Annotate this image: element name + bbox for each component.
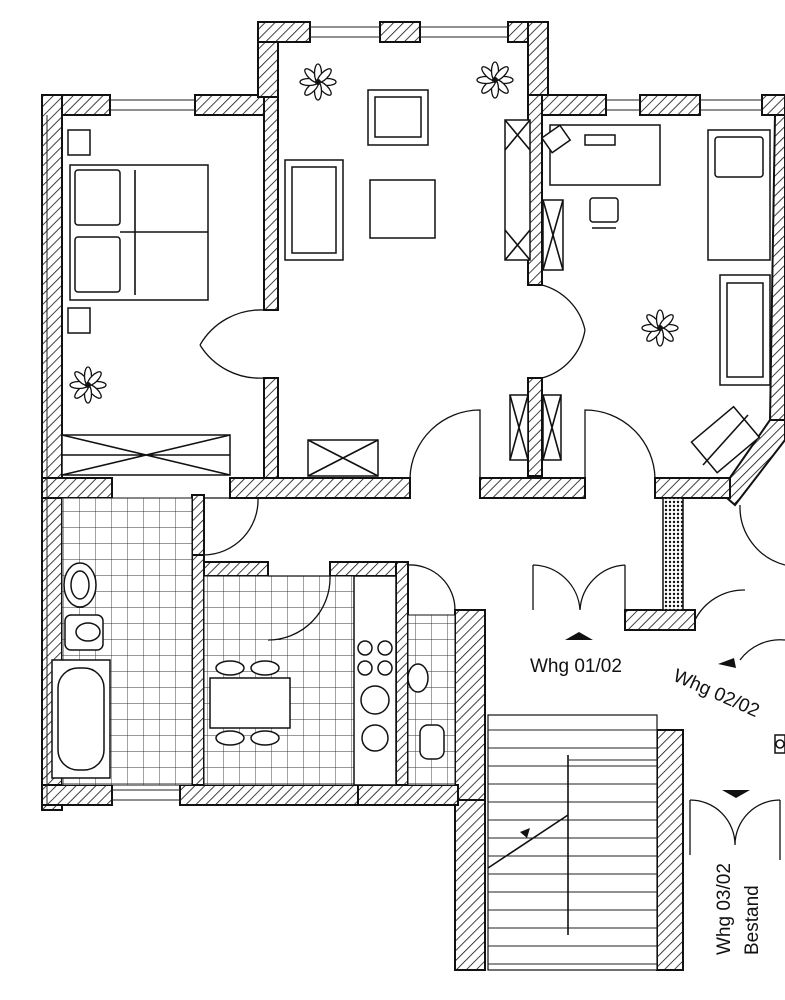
staircase [487, 714, 658, 971]
unit-02-arrow [718, 658, 736, 668]
plant-icon [299, 63, 337, 101]
unit-03-sublabel: Bestand [742, 885, 763, 955]
unit-01-label: Whg 01/02 [530, 656, 622, 677]
windows [46, 26, 762, 805]
furniture [51, 61, 785, 786]
unit-01-arrow [565, 632, 593, 640]
unit-03-arrow [722, 790, 750, 798]
doors [199, 284, 785, 860]
plant-icon [476, 61, 514, 99]
plant-icon [69, 366, 107, 404]
walls [41, 21, 785, 971]
unit-arrows [565, 632, 750, 798]
plant-icon [641, 309, 679, 347]
unit-02-label: Whg 02/02 [670, 665, 763, 722]
unit-03-label: Whg 03/02 [714, 863, 735, 955]
